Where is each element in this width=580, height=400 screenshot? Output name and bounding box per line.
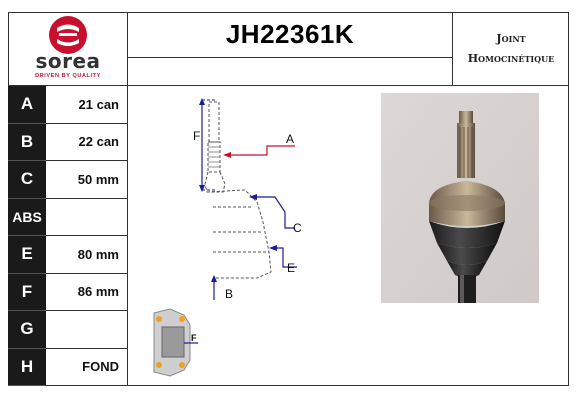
pointer-e — [273, 247, 297, 268]
arrowhead-icon — [199, 185, 205, 192]
spec-value: 50 mm — [46, 161, 128, 199]
reference-subcell — [128, 58, 453, 86]
cv-joint-photo-icon — [381, 93, 539, 303]
sorea-logo-icon — [49, 16, 87, 54]
spec-key: C — [8, 161, 46, 199]
brand-logo: sorea DRIVEN BY QUALITY — [8, 12, 128, 86]
spec-row-abs: ABS — [8, 198, 128, 236]
pointer-c — [253, 196, 295, 229]
spec-row-f: F 86 mm — [8, 273, 128, 311]
product-type-line2: Homocinétique — [467, 51, 555, 65]
spec-row-h: H FOND — [8, 348, 128, 386]
spec-key: A — [8, 86, 46, 124]
arrowhead-icon — [199, 98, 205, 105]
spec-key: G — [8, 311, 46, 349]
brand-tagline: DRIVEN BY QUALITY — [35, 73, 101, 79]
joint-section-thumbnail: F — [153, 308, 198, 377]
pointer-a — [225, 145, 295, 156]
spec-row-a: A 21 can — [8, 86, 128, 124]
label-c: C — [293, 221, 302, 235]
cv-joint-diagram: F A C E B — [193, 98, 302, 301]
label-a: A — [286, 132, 294, 146]
label-e: E — [287, 261, 295, 275]
brand-name: sorea — [35, 49, 101, 73]
spec-value: 86 mm — [46, 273, 128, 311]
spec-value: 22 can — [46, 123, 128, 161]
arrowhead-icon — [211, 275, 217, 282]
product-type-line1: Joint — [496, 31, 526, 45]
spec-row-b: B 22 can — [8, 123, 128, 161]
spec-row-g: G — [8, 311, 128, 349]
spec-value: FOND — [46, 348, 128, 386]
spline-ticks — [208, 146, 220, 168]
product-type: Joint Homocinétique — [453, 12, 569, 86]
spec-value — [46, 311, 128, 349]
arrowhead-icon — [249, 194, 257, 200]
spec-key: E — [8, 236, 46, 274]
arrowhead-icon — [223, 152, 231, 158]
spec-key: F — [8, 273, 46, 311]
product-reference: JH22361K — [128, 12, 453, 58]
joint-bowl-outline — [206, 189, 272, 279]
spec-row-c: C 50 mm — [8, 161, 128, 199]
label-f: F — [193, 129, 200, 143]
spec-key: ABS — [8, 198, 46, 236]
spec-value: 21 can — [46, 86, 128, 124]
spec-row-e: E 80 mm — [8, 236, 128, 274]
label-b: B — [225, 287, 233, 301]
thumb-label-f: F — [191, 333, 197, 343]
spec-value: 80 mm — [46, 236, 128, 274]
spec-key: B — [8, 123, 46, 161]
spec-key: H — [8, 348, 46, 386]
spec-value — [46, 198, 128, 236]
arrowhead-icon — [269, 245, 277, 251]
